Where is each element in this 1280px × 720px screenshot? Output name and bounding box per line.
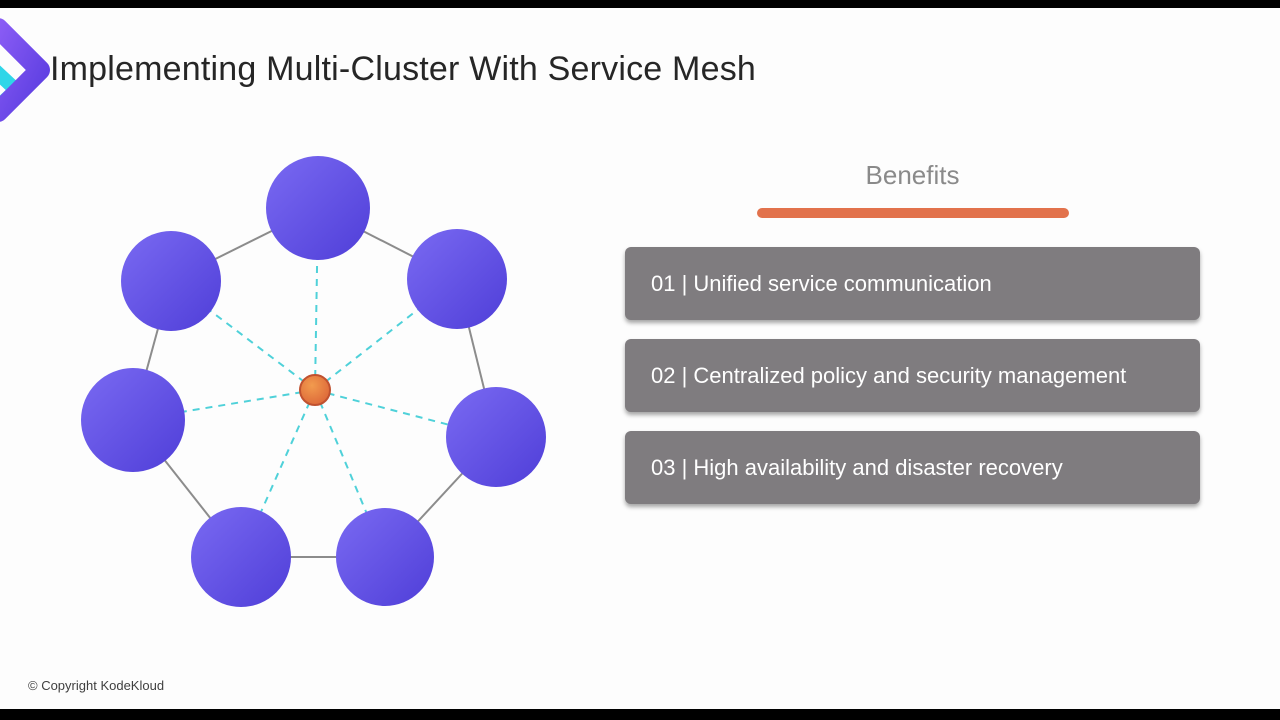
- mesh-spoke: [314, 278, 458, 391]
- mesh-spoke: [240, 389, 316, 558]
- mesh-spoke: [314, 207, 319, 391]
- logo-purple-chevron: [0, 18, 50, 122]
- slide-title: Implementing Multi-Cluster With Service …: [50, 50, 756, 88]
- benefits-underline: [756, 208, 1069, 218]
- cluster-node: [266, 156, 370, 260]
- cluster-nodes: [81, 156, 546, 607]
- mesh-spoke: [314, 389, 497, 438]
- multi-cluster-diagram: [81, 156, 546, 607]
- hub-node: [299, 374, 331, 406]
- mesh-spoke: [170, 280, 316, 391]
- benefits-panel: Benefits 01 | Unified service communicat…: [625, 160, 1200, 520]
- kodekloud-logo-icon: [0, 18, 50, 122]
- copyright-text: © Copyright KodeKloud: [28, 678, 165, 693]
- cluster-node: [121, 231, 221, 331]
- cluster-node: [446, 387, 546, 487]
- benefit-item: 02 | Centralized policy and security man…: [625, 339, 1200, 412]
- mesh-spoke: [132, 389, 316, 421]
- benefit-item: 03 | High availability and disaster reco…: [625, 431, 1200, 504]
- cluster-node: [336, 508, 434, 606]
- mesh-spokes: [132, 207, 497, 558]
- cluster-node: [191, 507, 291, 607]
- cluster-node: [81, 368, 185, 472]
- letterbox-top: [0, 0, 1280, 8]
- letterbox-bottom: [0, 709, 1280, 720]
- mesh-spoke: [314, 389, 386, 558]
- cluster-node: [407, 229, 507, 329]
- benefit-item: 01 | Unified service communication: [625, 247, 1200, 320]
- benefits-heading: Benefits: [865, 160, 960, 190]
